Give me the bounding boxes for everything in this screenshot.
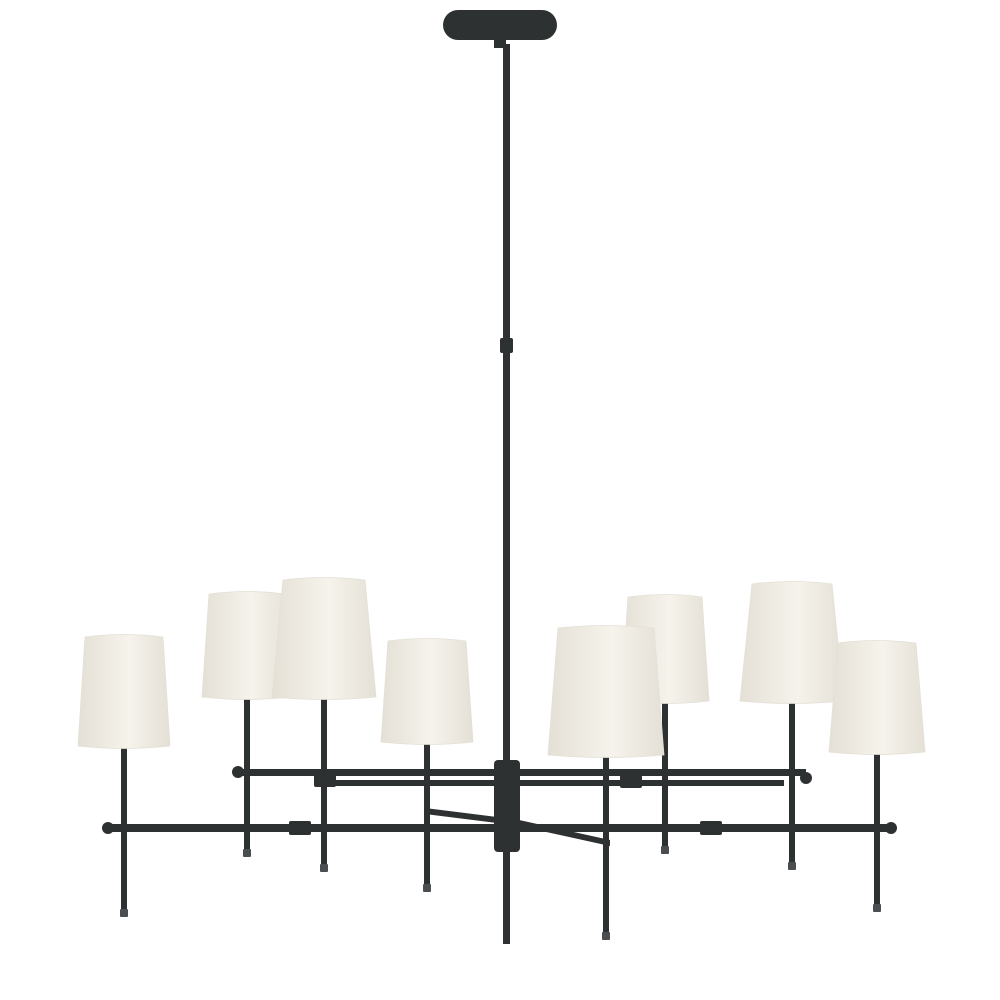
back-arm-finial-left bbox=[232, 766, 244, 778]
lamp-shade bbox=[739, 581, 845, 704]
back-arms bbox=[232, 766, 812, 788]
stem-tip bbox=[788, 862, 796, 870]
candle-stem bbox=[121, 742, 127, 911]
stem-tip bbox=[423, 884, 431, 892]
stem-tip bbox=[602, 932, 610, 940]
lamp-shade bbox=[77, 634, 171, 749]
candle-stem bbox=[874, 748, 880, 906]
diagonal-arm bbox=[510, 818, 610, 846]
diagonal-arm bbox=[425, 808, 505, 824]
stem-tip bbox=[120, 909, 128, 917]
candle-stem bbox=[662, 697, 668, 848]
back-arm-bar bbox=[238, 769, 806, 776]
stem-tip bbox=[661, 846, 669, 854]
lamp-shade bbox=[380, 638, 474, 745]
front-arm-finial-left bbox=[102, 822, 114, 834]
canopy bbox=[443, 10, 557, 48]
lamp-shade bbox=[828, 640, 926, 755]
candle-stems bbox=[120, 693, 881, 940]
canopy-plate bbox=[443, 10, 557, 40]
lamp-shade bbox=[547, 625, 665, 758]
lamp-shade bbox=[271, 577, 377, 700]
candle-stem bbox=[321, 693, 327, 866]
stem-tip bbox=[243, 849, 251, 857]
front-arm-collar bbox=[700, 821, 722, 835]
stem-tip bbox=[320, 864, 328, 872]
rod-coupler bbox=[500, 338, 513, 353]
front-arm-finial-right bbox=[885, 822, 897, 834]
candle-stem bbox=[789, 697, 795, 864]
back-arm-bar bbox=[324, 780, 784, 786]
stem-tip bbox=[873, 904, 881, 912]
front-arm-collar bbox=[289, 821, 311, 835]
candle-stem bbox=[244, 693, 250, 851]
back-arm-finial-right bbox=[800, 772, 812, 784]
down-rod bbox=[503, 44, 510, 944]
center-hub bbox=[494, 760, 520, 852]
candle-stem bbox=[603, 751, 609, 934]
lamp-shades bbox=[77, 577, 926, 758]
candle-stem bbox=[424, 738, 430, 886]
